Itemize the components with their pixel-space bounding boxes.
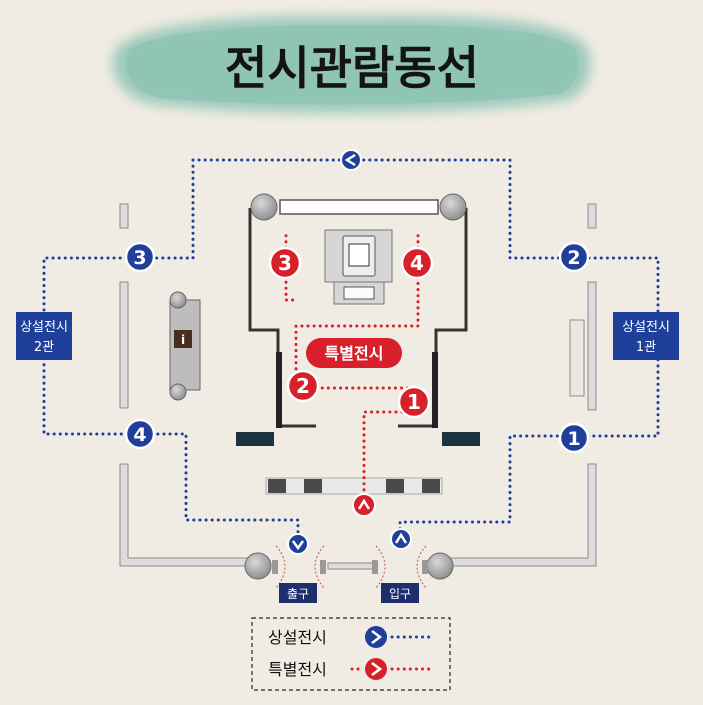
legend-item-permanent: 상설전시 — [268, 626, 434, 648]
svg-text:상설전시: 상설전시 — [622, 320, 670, 335]
legend: 상설전시 특별전시 — [251, 617, 451, 691]
svg-text:3: 3 — [133, 247, 146, 269]
entrance-label: 입구 — [381, 583, 419, 603]
entrance-arrow-icon — [390, 528, 412, 550]
special-step-1: 1 — [397, 385, 431, 419]
permanent-step-3: 3 — [124, 241, 156, 273]
svg-text:입구: 입구 — [389, 587, 411, 601]
center-exhibit — [324, 229, 393, 305]
svg-text:2: 2 — [296, 374, 310, 398]
top-display-case — [279, 199, 439, 215]
svg-text:2관: 2관 — [34, 340, 54, 355]
legend-item-special: 특별전시 — [268, 658, 434, 680]
barrier-left — [236, 432, 274, 446]
svg-text:2: 2 — [567, 247, 580, 269]
pillar — [250, 193, 278, 221]
svg-text:1: 1 — [567, 428, 580, 450]
special-step-3: 3 — [268, 246, 302, 280]
svg-text:상설전시: 상설전시 — [268, 628, 327, 647]
svg-text:출구: 출구 — [287, 587, 309, 601]
svg-text:4: 4 — [133, 424, 146, 446]
title-banner — [112, 15, 591, 114]
svg-text:특별전시: 특별전시 — [268, 660, 327, 679]
special-exhibition-room — [248, 208, 468, 428]
hall-2-label: 상설전시 2관 — [16, 312, 72, 360]
svg-text:4: 4 — [410, 251, 424, 275]
special-step-2: 2 — [286, 369, 320, 403]
direction-arrow-top — [340, 149, 362, 171]
permanent-step-4: 4 — [124, 418, 156, 450]
special-step-4: 4 — [400, 246, 434, 280]
exit-arrow-icon — [287, 533, 309, 555]
special-exhibition-label: 특별전시 — [306, 338, 402, 368]
svg-text:상설전시: 상설전시 — [20, 320, 68, 335]
permanent-step-1: 1 — [558, 422, 590, 454]
svg-text:1관: 1관 — [636, 340, 656, 355]
hall-1-label: 상설전시 1관 — [613, 312, 679, 360]
barrier-right — [442, 432, 480, 446]
doors — [244, 545, 454, 589]
svg-text:특별전시: 특별전시 — [325, 344, 384, 363]
svg-text:3: 3 — [278, 251, 292, 275]
svg-text:i: i — [181, 333, 185, 347]
exit-label: 출구 — [279, 583, 317, 603]
permanent-step-2: 2 — [558, 241, 590, 273]
pillar — [439, 193, 467, 221]
special-start-arrow-icon — [352, 493, 376, 517]
wall-block-right — [432, 352, 438, 428]
svg-text:1: 1 — [407, 390, 421, 414]
entrance-barrier-line — [265, 477, 443, 495]
page-title: 전시관람동선 — [225, 41, 479, 95]
info-kiosk: i — [169, 291, 201, 401]
wall-block-left — [276, 352, 282, 428]
info-icon — [174, 330, 192, 348]
